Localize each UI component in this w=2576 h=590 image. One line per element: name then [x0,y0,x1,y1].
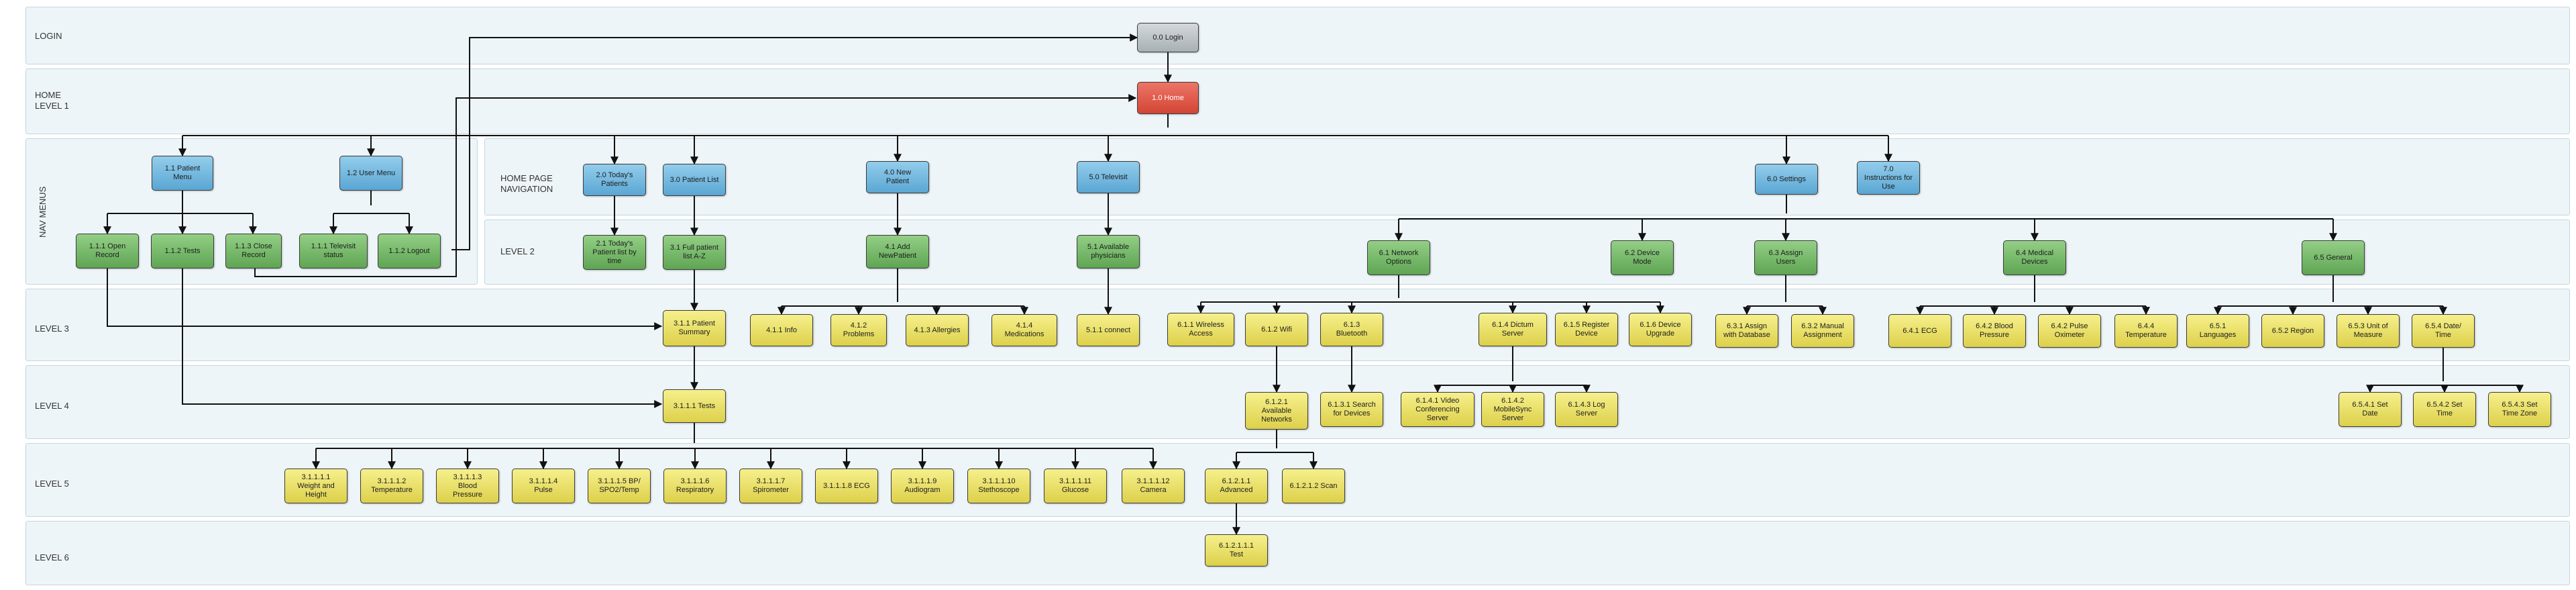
lane-label-level-2: LEVEL 2 [500,246,535,256]
node-blood-pressure[interactable]: 6.4.2 Blood Pressure [1963,314,2026,348]
node-available-networks[interactable]: 6.1.2.1 Available Networks [1245,392,1308,430]
node-test-pulse[interactable]: 3.1.1.1.4 Pulse [512,469,575,503]
lane-label-home: HOME LEVEL 1 [35,90,69,111]
node-video-conferencing-server[interactable]: 6.1.4.1 Video Conferencing Server [1401,392,1474,427]
node-bluetooth[interactable]: 6.1.3 Bluetooth [1320,313,1383,346]
node-logout[interactable]: 1.1.2 Logout [378,234,441,268]
lane-label-home-page-navigation: HOME PAGE NAVIGATION [500,173,553,194]
node-patient-summary[interactable]: 3.1.1 Patient Summary [663,310,726,346]
lane-login [25,7,2570,64]
node-device-upgrade[interactable]: 6.1.6 Device Upgrade [1629,313,1692,346]
node-test-respiratory[interactable]: 3.1.1.1.6 Respiratory [663,469,727,503]
node-network-options[interactable]: 6.1 Network Options [1367,240,1430,275]
node-settings[interactable]: 6.0 Settings [1755,164,1818,195]
node-test-weight-height[interactable]: 3.1.1.1.1 Weight and Height [284,469,347,503]
node-medications[interactable]: 4.1.4 Medications [991,314,1057,346]
node-televisit[interactable]: 5.0 Televisit [1077,161,1140,193]
node-problems[interactable]: 4.1.2 Problems [830,314,887,346]
node-scan[interactable]: 6.1.2.1.2 Scan [1282,469,1345,503]
node-set-time[interactable]: 6.5.4.2 Set Time [2413,392,2476,427]
lane-label-login: LOGIN [35,31,62,41]
node-patient-list[interactable]: 3.0 Patient List [663,164,726,196]
lane-home [25,68,2570,134]
node-televisit-status[interactable]: 1.1.1 Televisit status [299,234,368,268]
lane-label-level-4: LEVEL 4 [35,401,69,411]
node-test-glucose[interactable]: 3.1.1.1.11 Glucose [1044,469,1107,503]
node-allergies[interactable]: 4.1.3 Allergies [906,314,969,346]
lane-label-level-6: LEVEL 6 [35,552,69,562]
lane-level-6 [25,521,2570,585]
node-add-new-patient[interactable]: 4.1 Add NewPatient [866,235,929,268]
node-dictum-server[interactable]: 6.1.4 Dictum Server [1479,313,1547,346]
node-tests-menu[interactable]: 1.1.2 Tests [151,234,214,268]
node-home[interactable]: 1.0 Home [1137,82,1199,114]
node-test-audiogram[interactable]: 3.1.1.1.9 Audiogram [891,469,954,503]
node-instructions[interactable]: 7.0 Instructions for Use [1857,161,1920,195]
node-test-stethoscope[interactable]: 3.1.1.1.10 Stethoscope [967,469,1030,503]
node-test-camera[interactable]: 3.1.1.1.12 Camera [1122,469,1185,503]
node-test-bp-spo2-temp[interactable]: 3.1.1.1.5 BP/ SPO2/Temp [588,469,651,503]
node-log-server[interactable]: 6.1.4.3 Log Server [1555,392,1618,427]
node-region[interactable]: 6.5.2 Region [2261,314,2324,348]
node-set-date[interactable]: 6.5.4.1 Set Date [2339,392,2402,427]
node-login[interactable]: 0.0 Login [1137,23,1199,52]
node-manual-assignment[interactable]: 6.3.2 Manual Assignment [1791,314,1854,348]
node-device-mode[interactable]: 6.2 Device Mode [1611,240,1674,275]
node-user-menu[interactable]: 1.2 User Menu [339,156,402,191]
node-register-device[interactable]: 6.1.5 Register Device [1555,313,1618,346]
node-test-spirometer[interactable]: 3.1.1.1.7 Spirometer [739,469,802,503]
node-wifi[interactable]: 6.1.2 Wifi [1245,313,1308,346]
lane-label-level-3: LEVEL 3 [35,324,69,334]
node-unit-of-measure[interactable]: 6.5.3 Unit of Measure [2337,314,2400,348]
node-temperature[interactable]: 6.4.4 Temperature [2114,314,2178,348]
node-full-patient-list[interactable]: 3.1 Full patient list A-Z [663,235,726,270]
lane-label-level-5: LEVEL 5 [35,479,69,489]
node-date-time[interactable]: 6.5.4 Date/ Time [2412,314,2475,348]
node-general[interactable]: 6.5 General [2302,240,2365,275]
lane-level-2 [484,219,2570,285]
node-assign-with-database[interactable]: 6.3.1 Assign with Database [1715,314,1778,348]
node-medical-devices[interactable]: 6.4 Medical Devices [2003,240,2066,275]
node-patient-menu[interactable]: 1.1 Patient Menu [152,156,213,191]
node-test[interactable]: 6.1.2.1.1.1 Test [1205,534,1268,567]
node-mobilesync-server[interactable]: 6.1.4.2 MobileSync Server [1481,392,1544,427]
lane-home-page-navigation [484,138,2570,215]
node-available-physicians[interactable]: 5.1 Available physicians [1077,235,1140,268]
node-test-ecg[interactable]: 3.1.1.1.8 ECG [815,469,878,503]
node-pulse-oximeter[interactable]: 6.4.2 Pulse Oximeter [2038,314,2101,348]
node-tests[interactable]: 3.1.1.1 Tests [663,389,726,423]
node-ecg[interactable]: 6.4.1 ECG [1888,314,1951,348]
node-wireless-access[interactable]: 6.1.1 Wireless Access [1167,313,1234,346]
node-test-blood-pressure[interactable]: 3.1.1.1.3 Blood Pressure [436,469,499,503]
node-new-patient[interactable]: 4.0 New Patient [866,161,929,193]
node-test-temperature[interactable]: 3.1.1.1.2 Temperature [360,469,423,503]
node-open-record[interactable]: 1.1.1 Open Record [76,234,139,268]
node-set-time-zone[interactable]: 6.5.4.3 Set Time Zone [2488,392,2551,427]
node-search-for-devices[interactable]: 6.1.3.1 Search for Devices [1320,392,1383,427]
node-info[interactable]: 4.1.1 Info [750,314,813,346]
node-todays-patients[interactable]: 2.0 Today's Patients [583,164,646,196]
node-close-record[interactable]: 1.1.3 Close Record [225,234,282,268]
node-languages[interactable]: 6.5.1 Languages [2186,314,2249,348]
node-todays-patient-list[interactable]: 2.1 Today's Patient list by time [583,235,646,270]
node-assign-users[interactable]: 6.3 Assign Users [1754,240,1817,275]
node-advanced[interactable]: 6.1.2.1.1 Advanced [1205,469,1268,503]
node-connect[interactable]: 5.1.1 connect [1077,314,1140,346]
